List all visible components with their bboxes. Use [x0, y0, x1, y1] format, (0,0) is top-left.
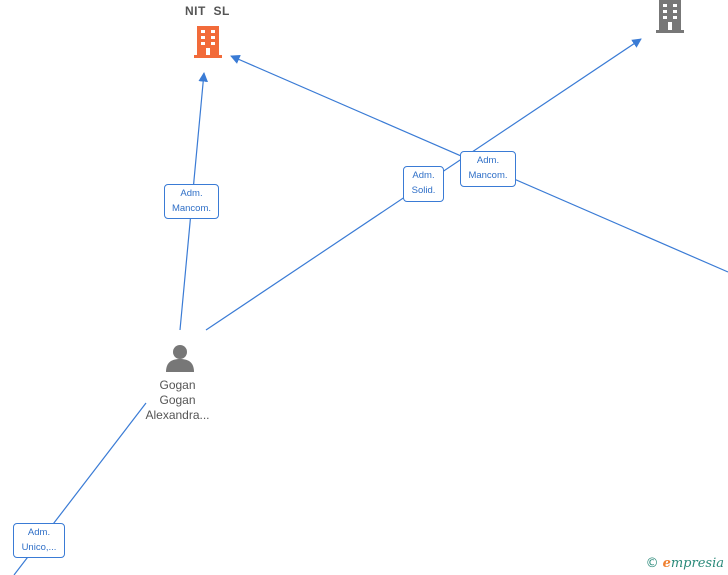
- brand-name: mpresia: [670, 556, 724, 571]
- edge-label-line: Adm.: [180, 188, 203, 199]
- copyright-symbol: ©: [645, 556, 659, 571]
- edge-label-line: Adm.: [27, 527, 51, 538]
- edge-label-person-to-nit[interactable]: Adm. Mancom.: [164, 184, 219, 219]
- building-icon[interactable]: [194, 26, 222, 58]
- edge-label-line: Mancom.: [468, 170, 508, 181]
- person-icon[interactable]: [166, 345, 194, 372]
- person-name-line: Gogan: [159, 378, 196, 392]
- edge-label-line: Adm.: [412, 170, 435, 181]
- empresia-logo: ©empresia: [646, 556, 724, 571]
- edge-label-line: Adm.: [476, 155, 500, 166]
- brand-initial: e: [662, 556, 671, 571]
- company-name[interactable]: NIT SL: [185, 4, 230, 18]
- edge-label-offscreen-to-person[interactable]: Adm. Unico,...: [13, 523, 65, 558]
- person-name-line: Alexandra...: [145, 408, 210, 422]
- edge-label-person-to-other[interactable]: Adm. Solid.: [403, 166, 444, 202]
- building-icon[interactable]: [656, 0, 684, 33]
- edge-label-line: Mancom.: [171, 203, 212, 214]
- person-name-line: Gogan: [159, 393, 196, 407]
- edge-label-line: Solid.: [411, 185, 436, 196]
- person-name[interactable]: Gogan Gogan Alexandra...: [130, 378, 225, 423]
- edge-label-offscreen-to-nit[interactable]: Adm. Mancom.: [460, 151, 516, 187]
- edge-label-line: Unico,...: [21, 542, 57, 553]
